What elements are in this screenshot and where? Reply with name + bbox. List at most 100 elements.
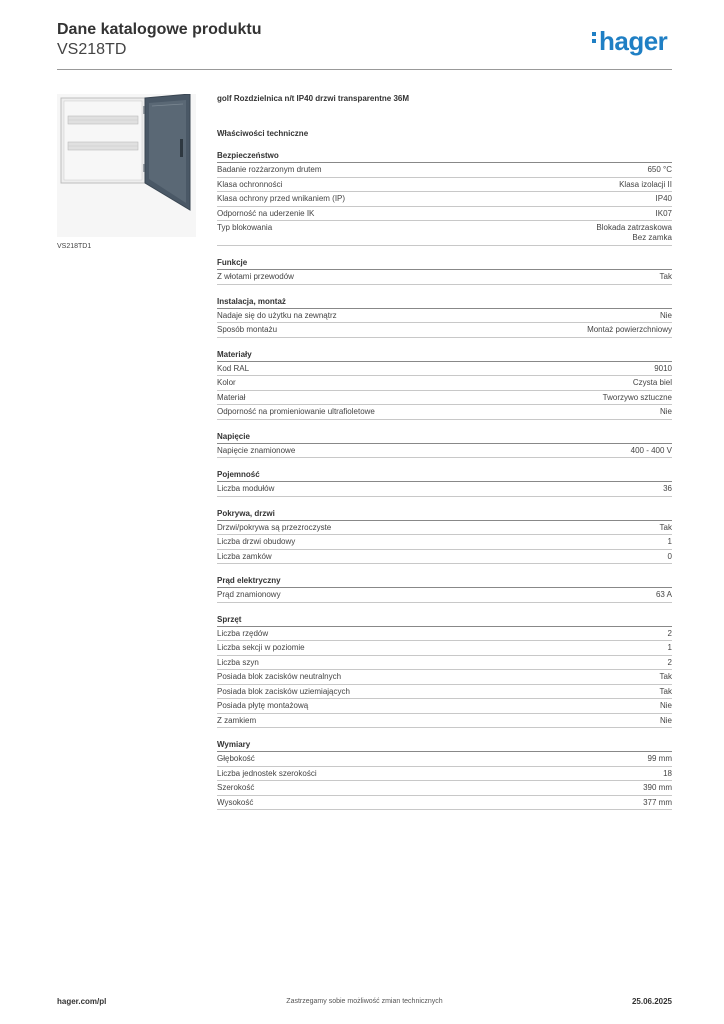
spec-value: 63 A (655, 590, 672, 599)
section-title: Funkcje (217, 256, 672, 270)
spec-label: Liczba szyn (217, 657, 259, 667)
spec-label: Sposób montażu (217, 325, 278, 334)
spec-value-group: Klasa izolacji II (619, 178, 672, 192)
spec-label: Posiada blok zacisków uziemiających (217, 686, 350, 696)
spec-value: Tak (659, 686, 672, 696)
spec-row: Posiada płytę montażową Nie (217, 699, 672, 714)
spec-value: 1 (667, 643, 672, 652)
spec-value: Blokada zatrzaskowa (596, 223, 672, 232)
spec-value-group: Nie (660, 714, 672, 728)
spec-label: Z zamkiem (217, 715, 257, 725)
spec-value-group: IP40 (656, 192, 672, 206)
spec-label: Z włotami przewodów (217, 272, 294, 281)
spec-value: 0 (667, 551, 672, 561)
section-title: Sprzęt (217, 613, 672, 627)
spec-row: Kolor Czysta biel (217, 376, 672, 391)
spec-label: Kolor (217, 378, 236, 387)
spec-value: 390 mm (643, 783, 672, 792)
header-divider (57, 69, 672, 70)
spec-row: Szerokość 390 mm (217, 781, 672, 796)
spec-label: Badanie rozżarzonym drutem (217, 165, 322, 174)
spec-value: 9010 (654, 363, 672, 373)
spec-label: Drzwi/pokrywa są przezroczyste (217, 522, 332, 532)
spec-value: 2 (667, 657, 672, 667)
spec-value: Tak (659, 672, 672, 681)
spec-row: Klasa ochronności Klasa izolacji II (217, 178, 672, 192)
spec-label: Liczba zamków (217, 551, 272, 561)
spec-value: 18 (663, 768, 672, 778)
spec-value-group: 2 (668, 627, 672, 641)
technical-properties-title: Właściwości techniczne (217, 129, 309, 138)
spec-label: Kod RAL (217, 363, 250, 373)
spec-value-group: 63 A (656, 588, 672, 602)
spec-value-group: Tworzywo sztuczne (603, 391, 672, 405)
section-title: Pokrywa, drzwi (217, 507, 672, 521)
spec-value-group: Czysta biel (633, 376, 672, 390)
spec-label: Posiada płytę montażową (217, 701, 309, 710)
spec-label: Napięcie znamionowe (217, 445, 296, 455)
spec-content: golf Rozdzielnica n/t IP40 drzwi transpa… (217, 94, 672, 810)
spec-value-group: 0 (668, 550, 672, 564)
spec-row: Kod RAL 9010 (217, 362, 672, 376)
spec-value: 650 °C (647, 165, 672, 174)
spec-label: Prąd znamionowy (217, 590, 281, 599)
spec-label: Klasa ochronności (217, 179, 283, 189)
spec-row: Liczba zamków 0 (217, 550, 672, 564)
spec-value-group: Nie (660, 309, 672, 323)
spec-label: Szerokość (217, 783, 255, 792)
spec-row: Liczba szyn 2 (217, 656, 672, 670)
spec-value-group: 650 °C (647, 163, 672, 177)
spec-value: Tak (659, 522, 672, 532)
section-title: Pojemność (217, 468, 672, 482)
spec-value-group: 9010 (654, 362, 672, 376)
spec-label: Liczba drzwi obudowy (217, 537, 296, 546)
footer-date: 25.06.2025 (631, 997, 672, 1006)
spec-value: 400 - 400 V (630, 445, 672, 455)
spec-value: Nie (659, 701, 672, 710)
spec-label: Typ blokowania (217, 223, 273, 232)
product-code: VS218TD (57, 41, 127, 58)
spec-value-group: 36 (663, 482, 672, 496)
document-title: Dane katalogowe produktu (57, 21, 262, 38)
footer-website: hager.com/pl (57, 997, 107, 1006)
product-name: golf Rozdzielnica n/t IP40 drzwi transpa… (217, 94, 410, 103)
spec-value: Nie (659, 407, 672, 416)
spec-value: 99 mm (647, 754, 672, 763)
document-header: Dane katalogowe produktu VS218TD (57, 20, 261, 60)
spec-value-group: 400 - 400 V (631, 444, 672, 458)
spec-label: Nadaje się do użytku na zewnątrz (217, 310, 337, 320)
spec-value: Tworzywo sztuczne (602, 392, 672, 402)
spec-value-group: Nie (660, 405, 672, 419)
spec-row: Prąd znamionowy 63 A (217, 588, 672, 603)
spec-label: Odporność na promieniowanie ultrafioleto… (217, 407, 375, 416)
spec-value: Nie (659, 310, 672, 320)
spec-value-group: 377 mm (643, 796, 672, 810)
spec-value: 36 (663, 484, 672, 493)
spec-label: Liczba jednostek szerokości (217, 768, 317, 778)
spec-label: Liczba sekcji w poziomie (217, 643, 305, 652)
enclosure-illustration (57, 93, 196, 237)
product-image (57, 93, 196, 237)
section-title: Wymiary (217, 738, 672, 752)
spec-value-group: 2 (668, 656, 672, 670)
spec-value: 2 (667, 628, 672, 638)
spec-value-group: 18 (663, 767, 672, 781)
spec-row: Liczba drzwi obudowy 1 (217, 535, 672, 550)
spec-label: Posiada blok zacisków neutralnych (217, 672, 342, 681)
spec-value-group: Tak (660, 521, 672, 535)
spec-value-group: 1 (668, 535, 672, 549)
spec-row: Z zamkiem Nie (217, 714, 672, 728)
spec-value: 377 mm (643, 797, 672, 807)
